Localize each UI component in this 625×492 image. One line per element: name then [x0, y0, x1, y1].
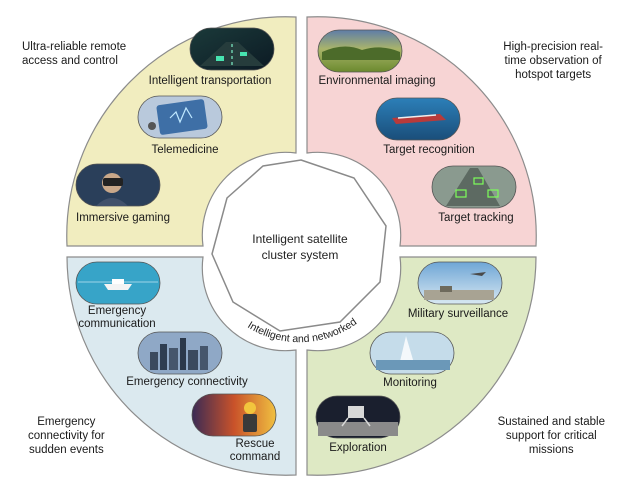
item-label: Emergency connectivity	[126, 376, 248, 388]
item-label: command	[230, 451, 281, 463]
item-label: Intelligent transportation	[149, 75, 272, 87]
item-exploration: Exploration	[315, 395, 401, 454]
item-intelligent-transportation: Intelligent transportation	[149, 27, 275, 87]
caption-line: Ultra-reliable remote	[22, 41, 127, 53]
caption-line: missions	[528, 444, 574, 456]
item-rescue-command: Rescue command	[191, 393, 281, 463]
caption-line: time observation of	[504, 55, 602, 67]
item-target-tracking: Target tracking	[431, 165, 517, 224]
item-label: Environmental imaging	[319, 75, 436, 87]
center-title-line: Intelligent satellite	[252, 232, 348, 246]
corner-caption-top-left: Ultra-reliable remote access and control	[22, 40, 126, 68]
caption-line: hotspot targets	[515, 69, 592, 81]
item-label: communication	[78, 318, 155, 330]
caption-line: Emergency	[37, 416, 96, 428]
item-monitoring: Monitoring	[369, 331, 455, 389]
item-label: Target recognition	[383, 144, 474, 156]
item-label: Telemedicine	[151, 144, 218, 156]
center-octagon	[211, 159, 387, 332]
firefighter-icon	[191, 393, 277, 437]
corner-caption-top-right: High-precision real- time observation of…	[503, 40, 603, 82]
caption-line: connectivity for	[28, 430, 105, 442]
item-label: Target tracking	[438, 212, 513, 224]
item-label: Monitoring	[383, 377, 437, 389]
caption-line: Sustained and stable	[497, 416, 605, 428]
item-immersive-gaming: Immersive gaming	[75, 163, 170, 224]
caption-line: support for critical	[505, 430, 597, 442]
caption-line: access and control	[22, 55, 118, 67]
item-environmental-imaging: Environmental imaging	[317, 29, 436, 87]
caption-line: High-precision real-	[503, 41, 603, 53]
center-title-line: cluster system	[262, 248, 339, 262]
item-target-recognition: Target recognition	[375, 97, 475, 156]
item-emergency-connectivity: Emergency connectivity	[126, 331, 248, 388]
item-label: Emergency	[88, 305, 146, 317]
item-military-surveillance: Military surveillance	[408, 261, 508, 320]
item-label: Military surveillance	[408, 308, 508, 320]
item-emergency-communication: Emergency communication	[75, 261, 161, 330]
item-label: Rescue	[236, 438, 275, 450]
corner-caption-bottom-left: Emergency connectivity for sudden events	[28, 415, 105, 457]
item-telemedicine: Telemedicine	[137, 95, 223, 156]
item-label: Immersive gaming	[76, 212, 170, 224]
item-label: Exploration	[329, 442, 387, 454]
corner-caption-bottom-right: Sustained and stable support for critica…	[498, 415, 605, 457]
caption-line: sudden events	[28, 444, 104, 456]
